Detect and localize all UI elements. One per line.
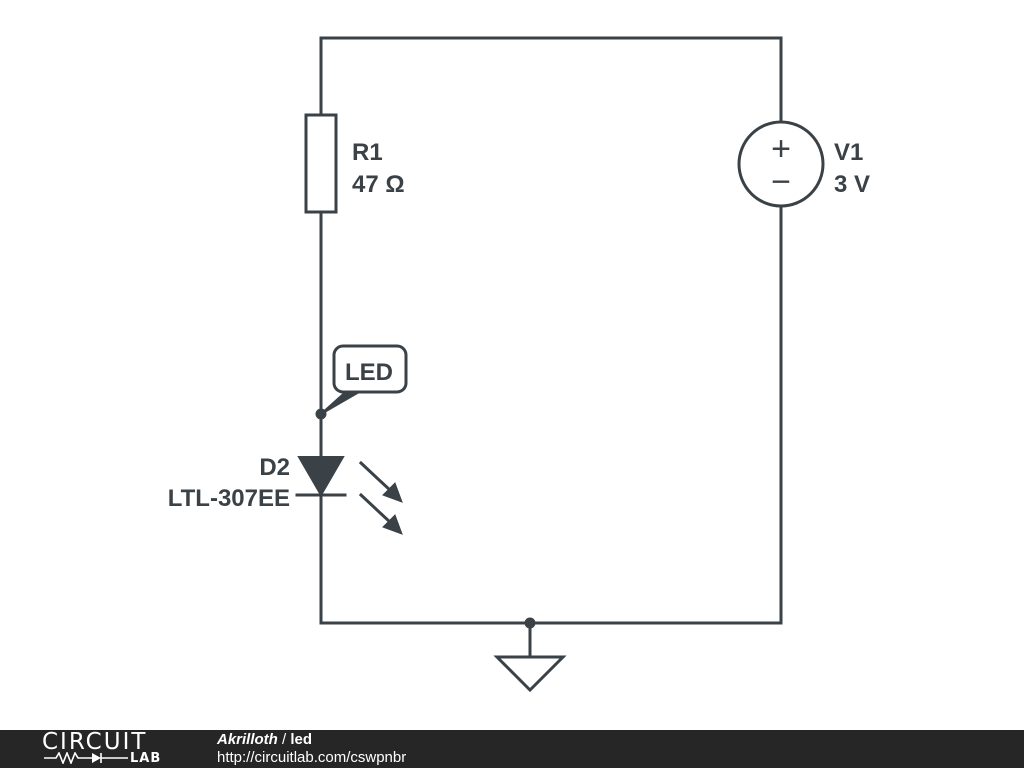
junction-dot-ground — [524, 617, 536, 629]
led-diode-d2[interactable] — [295, 456, 403, 535]
source-ref-label: V1 — [834, 139, 863, 166]
footer-bar: CIRCUIT LAB Akrilloth / led http://circu… — [0, 729, 1024, 768]
circuit-schematic: R1 47 Ω + − V1 3 V LED D2 LTL-307EE — [168, 36, 870, 693]
diode-part-label: LTL-307EE — [168, 485, 290, 512]
source-value-label: 3 V — [834, 171, 870, 198]
net-label-led[interactable]: LED — [320, 344, 408, 415]
credit-line: Akrilloth / led — [217, 731, 312, 748]
diode-ref-label: D2 — [259, 454, 290, 481]
light-emission-arrows-icon — [358, 460, 403, 535]
circuit-url-link[interactable]: http://circuitlab.com/cswpnbr — [217, 749, 407, 766]
resistor-r1[interactable] — [304, 113, 338, 214]
ground-symbol-icon[interactable] — [493, 655, 567, 693]
circuitlab-logo-wordmark[interactable]: CIRCUIT — [42, 729, 148, 755]
circuit-title[interactable]: led — [290, 731, 313, 748]
source-plus-symbol: + — [771, 130, 791, 168]
author-link[interactable]: Akrilloth — [217, 731, 278, 748]
credit-separator: / — [282, 731, 287, 748]
resistor-diode-logo-icon — [44, 752, 128, 764]
resistor-ref-label: R1 — [352, 139, 383, 166]
resistor-value-label: 47 Ω — [352, 171, 405, 198]
junction-dot-led-node — [315, 408, 327, 420]
voltage-source-v1[interactable]: + − — [737, 120, 825, 208]
source-minus-symbol: − — [771, 163, 791, 201]
net-label-text: LED — [345, 359, 393, 386]
wire-top — [319, 36, 783, 124]
circuitlab-logo-sub: LAB — [130, 751, 162, 766]
